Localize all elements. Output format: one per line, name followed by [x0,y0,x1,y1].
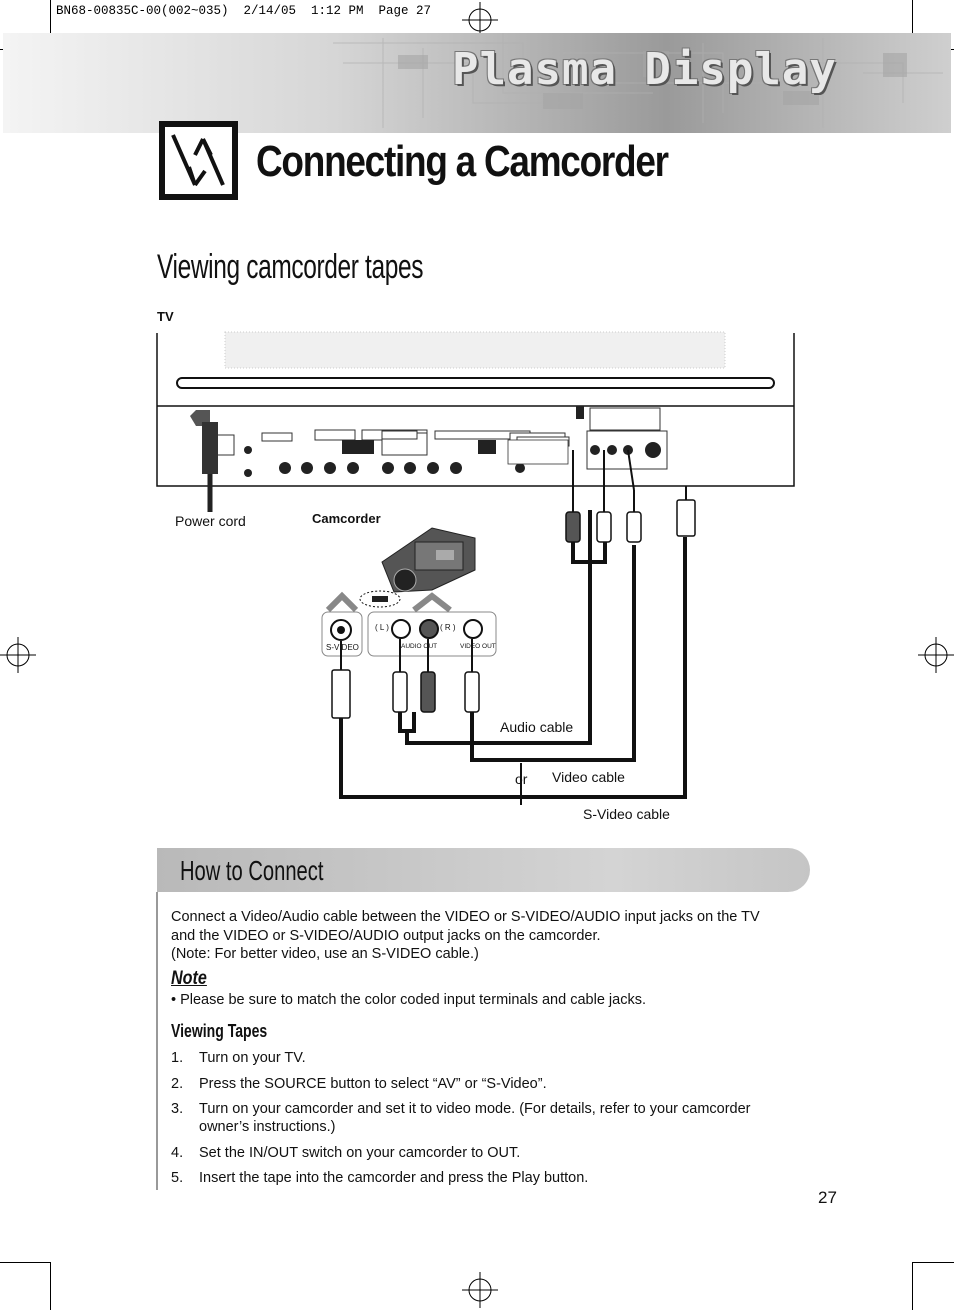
list-item: 3. Turn on your camcorder and set it to v… [171,1100,789,1136]
crop-mark [50,0,51,50]
svideo-cable-label: S-Video cable [583,806,670,822]
crop-mark [912,1262,954,1263]
connection-diagram [156,331,795,805]
audio-cable [398,510,607,745]
crop-mark [0,1262,50,1263]
camcorder-label: Camcorder [312,511,381,526]
registration-mark-icon [918,637,954,673]
tv-label: TV [157,309,174,324]
page-title: Connecting a Camcorder [256,137,669,186]
intro-line-2: and the VIDEO or S-VIDEO/AUDIO output ja… [171,928,601,944]
how-to-connect-bar [157,848,810,892]
step-number: 1. [171,1050,184,1066]
registration-mark-icon [0,637,36,673]
video-cable-label: Video cable [552,769,625,785]
right-channel-label: ( R ) [440,623,456,632]
step-text: Press the SOURCE button to select “AV” o… [199,1076,547,1092]
intro-line-3: (Note: For better video, use an S-VIDEO … [171,946,479,962]
page-number: 27 [818,1188,837,1207]
tv-rear-panel [156,331,795,487]
audio-cable-label: Audio cable [500,719,574,735]
rca-plug-icon [565,499,696,543]
or-label: or [515,771,528,787]
step-number: 4. [171,1145,184,1161]
step-number: 3. [171,1101,184,1117]
video-out-label: VIDEO OUT [460,643,496,650]
svideo-cable [339,537,687,799]
step-text: Turn on your TV. [199,1050,306,1066]
power-cord-label: Power cord [175,513,246,529]
svideo-jack-label: S-VIDEO [326,643,359,652]
how-to-connect-title: How to Connect [180,855,324,886]
connection-arrows-icon [159,121,238,200]
registration-mark-icon [462,2,498,38]
power-cord-icon [190,410,218,512]
section-rule [156,892,158,1190]
step-text: Turn on your camcorder and set it to vid… [199,1101,751,1135]
step-number: 5. [171,1170,184,1186]
list-item: 5. Insert the tape into the camcorder and… [171,1169,789,1187]
step-text: Insert the tape into the camcorder and p… [199,1170,589,1186]
print-slug: BN68-00835C-00(002~035) 2/14/05 1:12 PM … [56,4,432,18]
section-title: Viewing camcorder tapes [157,248,424,286]
note-heading: Note [171,968,207,989]
note-bullet: • Please be sure to match the color code… [171,992,646,1008]
list-item: 2. Press the SOURCE button to select “AV”… [171,1075,789,1093]
crop-mark [912,1262,913,1310]
header-banner [3,33,951,133]
step-number: 2. [171,1076,184,1092]
banner-title: Plasma Display [452,44,837,95]
list-item: 4. Set the IN/OUT switch on your camcorde… [171,1144,789,1162]
intro-line-1: Connect a Video/Audio cable between the … [171,909,760,925]
crop-mark [912,0,913,50]
camcorder-icon [359,527,476,608]
viewing-tapes-heading: Viewing Tapes [171,1021,268,1041]
circuit-board-pattern-icon [333,33,943,128]
rca-plug-icon [331,669,480,719]
list-item: 1. Turn on your TV. [171,1049,789,1067]
registration-mark-icon [462,1272,498,1308]
step-text: Set the IN/OUT switch on your camcorder … [199,1145,521,1161]
left-channel-label: ( L ) [375,623,389,632]
audio-out-label: AUDIO OUT [401,643,438,650]
crop-mark [50,1262,51,1310]
video-cable [470,545,636,762]
